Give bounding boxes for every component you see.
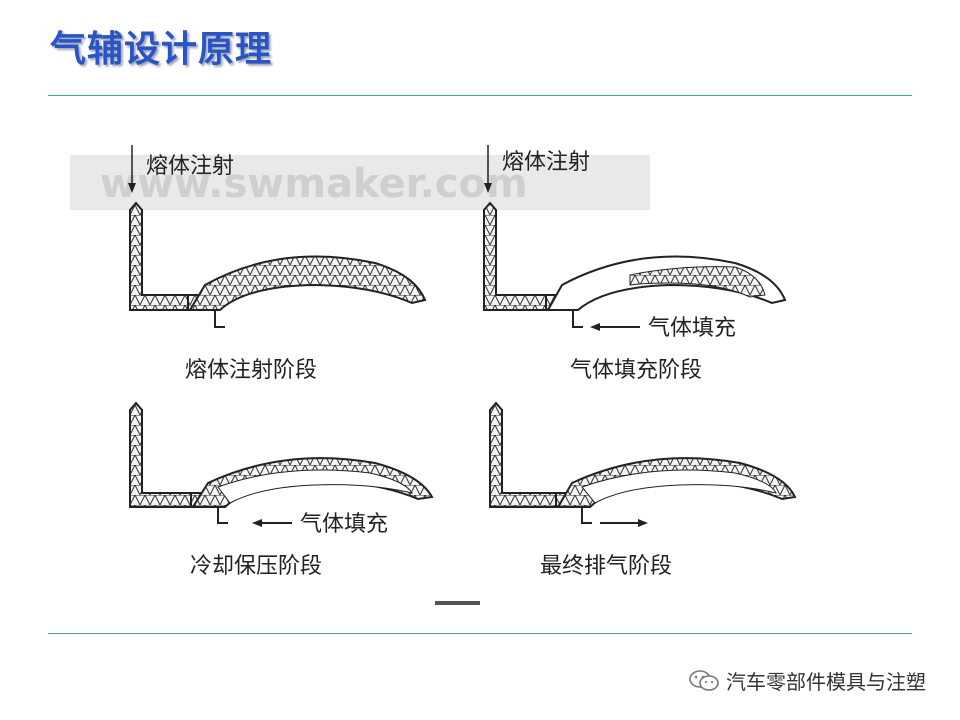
top-divider [48,95,912,96]
panel-1-top-label: 熔体注射 [146,154,234,179]
panel-final-venting: 最终排气阶段 [489,401,797,579]
bottom-divider [48,633,912,634]
slide-title: 气辅设计原理 [50,29,273,70]
wechat-icon [688,669,720,693]
footer-attribution: 汽车零部件模具与注塑 [688,666,926,695]
watermark-text: www.swmaker.com [100,161,528,207]
panel-cooling-packing: 气体填充 冷却保压阶段 [129,401,434,579]
panel-2-caption: 气体填充阶段 [570,358,702,383]
footer-account-name: 汽车零部件模具与注塑 [726,670,926,694]
gas-assist-diagram: www.swmaker.com 熔体注射 熔体注射阶段 熔体注射 [70,135,810,610]
scan-artifact [435,601,480,605]
panel-4-caption: 最终排气阶段 [540,554,672,579]
panel-2-side-label: 气体填充 [648,316,736,341]
panel-3-side-label: 气体填充 [300,512,388,537]
panel-gas-filling: 熔体注射 气体填充 气体填充阶段 [483,145,787,383]
panel-1-caption: 熔体注射阶段 [185,358,317,383]
panel-3-caption: 冷却保压阶段 [190,554,322,579]
panel-melt-injection: 熔体注射 熔体注射阶段 [128,145,427,383]
watermark-band [70,155,650,210]
panel-2-top-label: 熔体注射 [502,150,590,175]
